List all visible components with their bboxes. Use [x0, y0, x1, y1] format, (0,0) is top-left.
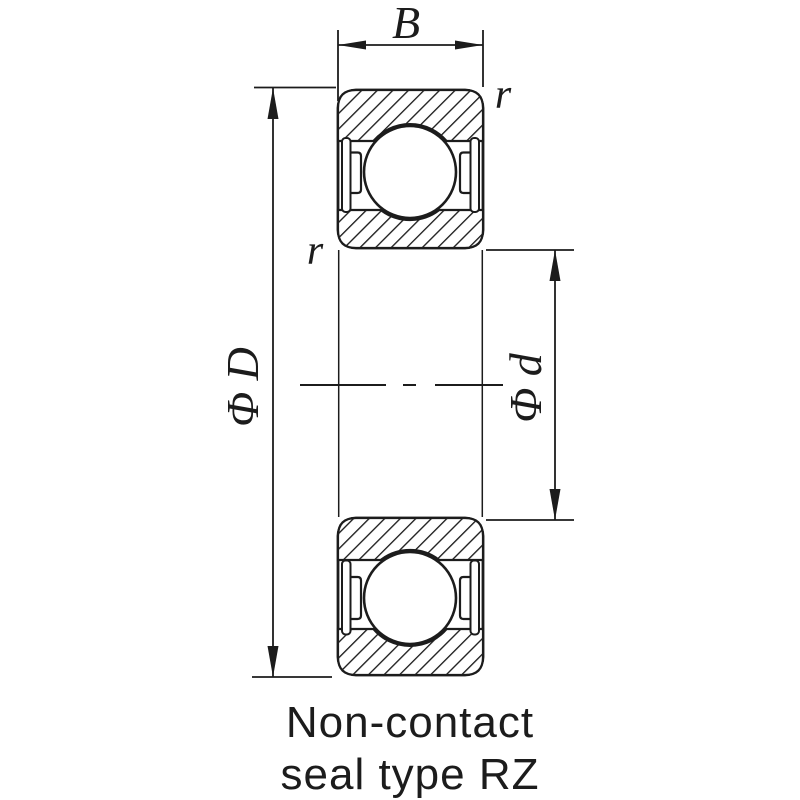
b-arrow-right [455, 40, 483, 50]
top-right-seal [469, 137, 480, 213]
radius-label-top-right: r [495, 72, 512, 118]
radius-label-left: r [307, 228, 324, 274]
top-inner-ring [336, 208, 485, 250]
bottom-left-seal [341, 559, 352, 636]
d-arrow-down [267, 646, 279, 677]
bottom-ball [362, 550, 458, 646]
top-right-seal-groove [458, 151, 470, 195]
bore-arrow-down [549, 489, 561, 520]
d-arrow-up [267, 88, 279, 119]
bore-lines [337, 250, 484, 517]
caption: Non-contact seal type RZ [281, 698, 540, 799]
outer-diameter-label: Φ D [217, 347, 268, 427]
dimension-width-b: B [337, 0, 484, 101]
bottom-right-seal [469, 559, 480, 636]
bottom-right-seal-groove [458, 575, 470, 621]
bore-arrow-up [549, 250, 561, 281]
bore-diameter-label: Φ d [500, 352, 551, 423]
bottom-outer-ring [336, 627, 485, 677]
bearing-top-section [336, 88, 485, 250]
b-arrow-left [338, 40, 366, 50]
caption-line-1: Non-contact [286, 698, 534, 747]
bottom-left-seal-groove [351, 575, 363, 621]
dimension-outer-diameter: Φ D [217, 86, 336, 678]
dimension-bore-diameter: Φ d [486, 249, 574, 521]
top-outer-ring [336, 88, 485, 143]
caption-line-2: seal type RZ [281, 750, 540, 799]
bearing-bottom-section [336, 516, 485, 677]
b-label: B [392, 0, 420, 48]
top-left-seal [341, 137, 352, 213]
bottom-inner-ring [336, 516, 485, 562]
top-ball [362, 124, 458, 220]
top-left-seal-groove [351, 151, 363, 195]
